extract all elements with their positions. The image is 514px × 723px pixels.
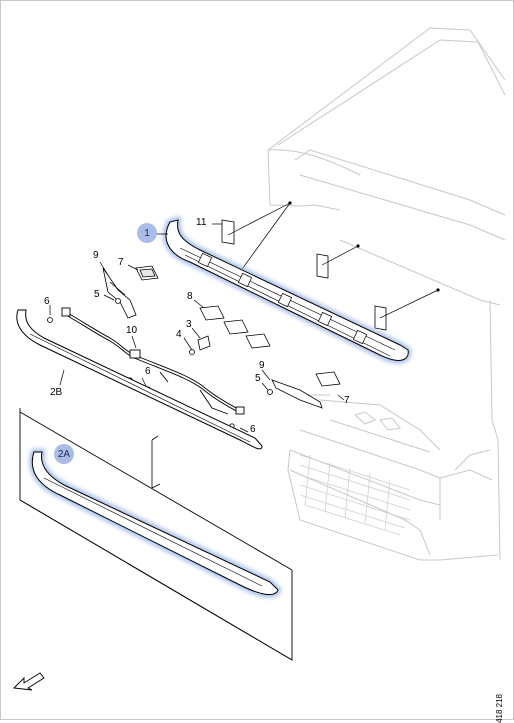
callout-badge-1: 1: [137, 223, 157, 243]
wiring-harness: [61, 307, 245, 415]
leader-lines-top: [212, 202, 439, 319]
marker-lamp-upper: [135, 265, 159, 281]
bracket-left: [102, 267, 137, 319]
screws: [47, 298, 273, 429]
callout-6-middle: 6: [145, 366, 151, 377]
callout-2B: 2B: [50, 387, 63, 398]
callout-leaders: [49, 233, 345, 433]
callout-6-lower: 6: [250, 424, 256, 435]
callout-6-left: 6: [44, 296, 50, 307]
callout-9-left: 9: [93, 250, 99, 261]
callout-7-lower: 7: [344, 395, 350, 406]
grille-pattern: [299, 454, 411, 536]
detail-leader: [151, 435, 161, 489]
lower-trim-2B: [16, 309, 263, 450]
callout-3: 3: [186, 319, 192, 330]
cab-mount-points: [288, 201, 440, 292]
document-number: 418 218: [495, 694, 504, 723]
truck-cab-outline: [267, 27, 506, 561]
cab-logo: [354, 411, 401, 431]
callout-4: 4: [176, 329, 182, 340]
marker-lamp-lower: [315, 371, 341, 387]
callout-9-right: 9: [259, 360, 265, 371]
bracket-right: [271, 379, 323, 409]
cab-lamp-panels: [221, 219, 387, 331]
callout-8: 8: [187, 291, 193, 302]
front-direction-arrow-icon: [13, 672, 45, 691]
callout-5-right: 5: [255, 373, 261, 384]
visor-bracket-assembly: [163, 215, 412, 364]
callout-badge-2A: 2A: [54, 444, 74, 464]
callout-11: 11: [196, 217, 207, 228]
trim-2A: [29, 449, 282, 598]
callout-10: 10: [126, 325, 138, 336]
callout-7-upper: 7: [118, 257, 124, 268]
callout-5-left: 5: [94, 289, 100, 300]
marker-lamps-center: [199, 305, 271, 349]
